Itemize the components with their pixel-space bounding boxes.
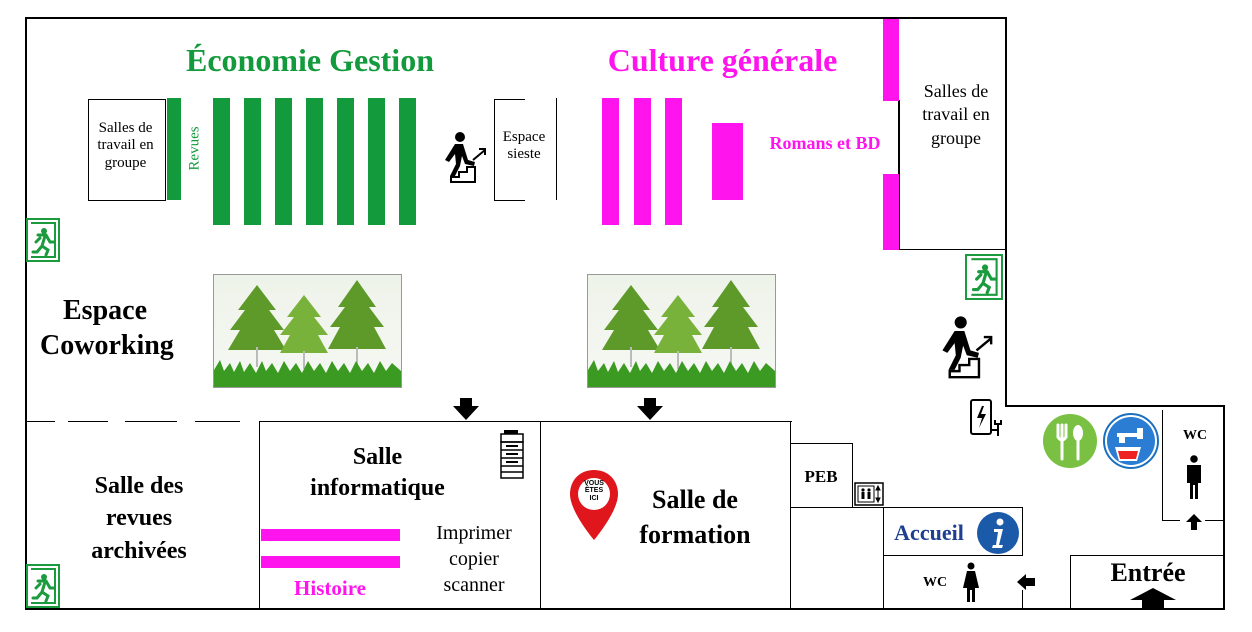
- emergency-exit-icon: [31, 568, 56, 604]
- wall: [852, 443, 853, 508]
- wall: [898, 249, 1006, 250]
- shelf-culture-2: [634, 98, 651, 225]
- espace-sieste-wall: [556, 98, 557, 200]
- wall: [1070, 555, 1071, 609]
- wall: [1162, 520, 1180, 521]
- charging-station-icon: [970, 399, 1002, 436]
- shelf-economie-3: [275, 98, 292, 225]
- shelf-revues: [167, 98, 181, 200]
- wall: [540, 421, 541, 609]
- wall: [25, 17, 27, 610]
- wall: [790, 421, 791, 609]
- shelf-wall-top: [883, 19, 899, 101]
- arrow-down-icon: [453, 398, 479, 420]
- emergency-exit-right: [965, 254, 1003, 300]
- salles-groupe-left-bracket: [88, 99, 165, 201]
- wall: [1005, 405, 1225, 407]
- shelf-economie-4: [306, 98, 323, 225]
- arrow-left-icon: [1017, 574, 1035, 590]
- printer-icon: [500, 430, 524, 479]
- wall: [25, 17, 1007, 19]
- shelf-histoire-2: [261, 556, 400, 568]
- trees-icon: [214, 280, 401, 387]
- section-title-economie: Économie Gestion: [186, 42, 434, 78]
- shelf-economie-6: [368, 98, 385, 225]
- shelf-histoire-1: [261, 529, 400, 541]
- salle-informatique-label: Salle informatique: [310, 444, 445, 502]
- shelf-wall-bottom: [883, 174, 899, 250]
- emergency-exit-left-bottom: [26, 564, 60, 608]
- wall: [125, 421, 177, 422]
- shelf-culture-1: [602, 98, 619, 225]
- wall: [1022, 507, 1023, 555]
- coworking-label: Espace Coworking: [40, 295, 174, 361]
- shelf-economie-2: [244, 98, 261, 225]
- wall: [25, 421, 55, 422]
- wall: [1223, 405, 1225, 610]
- salles-groupe-left-bracket-right: [150, 99, 166, 201]
- elevator-icon: [854, 482, 884, 506]
- emergency-exit-icon: [971, 258, 998, 296]
- wall: [1005, 17, 1007, 407]
- emergency-exit-icon: [31, 222, 56, 258]
- wall: [790, 443, 852, 444]
- shelf-economie-5: [337, 98, 354, 225]
- wall: [259, 421, 260, 609]
- info-icon: [977, 512, 1019, 554]
- wall: [883, 507, 884, 609]
- arrow-down-icon: [637, 398, 663, 420]
- water-fountain-icon: [1103, 413, 1159, 469]
- man-icon: [1187, 455, 1201, 499]
- espace-sieste-label: Espace sieste: [502, 129, 546, 163]
- arrow-up-icon: [1130, 588, 1176, 610]
- entree-label: Entrée: [1110, 558, 1186, 587]
- wall: [25, 608, 1225, 610]
- revues-label: Revues: [186, 126, 203, 171]
- you-are-here-label: VOUS ÊTES ICI: [584, 480, 604, 502]
- imprimer-label: Imprimer copier scanner: [436, 522, 512, 596]
- section-title-culture: Culture générale: [607, 42, 838, 78]
- shelf-economie-7: [399, 98, 416, 225]
- wc-top-label: WC: [1182, 428, 1208, 443]
- wc-bottom-label: WC: [922, 575, 948, 590]
- salles-groupe-left-label: Salles de travail en groupe: [97, 120, 154, 171]
- revues-archivees-label: Salle des revues archivées: [91, 473, 187, 564]
- wall: [1070, 555, 1224, 556]
- arrow-up-icon: [1186, 514, 1202, 530]
- wall: [195, 421, 240, 422]
- stairs-icon: [445, 132, 486, 183]
- espace-sieste-bracket: [494, 99, 525, 201]
- shelf-economie-1: [213, 98, 230, 225]
- wall: [260, 421, 792, 422]
- emergency-exit-left-top: [26, 218, 60, 262]
- peb-label: PEB: [804, 467, 838, 486]
- wall: [68, 421, 108, 422]
- histoire-label: Histoire: [294, 576, 366, 600]
- wall: [1205, 520, 1223, 521]
- wall: [790, 507, 1023, 508]
- wall: [1022, 590, 1023, 610]
- romans-label: Romans et BD: [769, 133, 881, 153]
- wall: [1162, 410, 1163, 520]
- you-are-here-pin-icon: [570, 470, 618, 540]
- woman-icon: [963, 562, 979, 602]
- accueil-label: Accueil: [894, 520, 964, 545]
- shelf-culture-3: [665, 98, 682, 225]
- planter-left: [213, 274, 402, 388]
- salle-formation-label: Salle de formation: [639, 485, 751, 550]
- restaurant-icon: [1043, 414, 1097, 468]
- trees-icon: [588, 280, 775, 387]
- salles-groupe-right-label: Salles de travail en groupe: [922, 81, 990, 148]
- stairs-icon: [942, 316, 993, 379]
- wall: [883, 555, 1023, 556]
- wall: [898, 100, 900, 250]
- planter-right: [587, 274, 776, 388]
- shelf-romans: [712, 123, 743, 200]
